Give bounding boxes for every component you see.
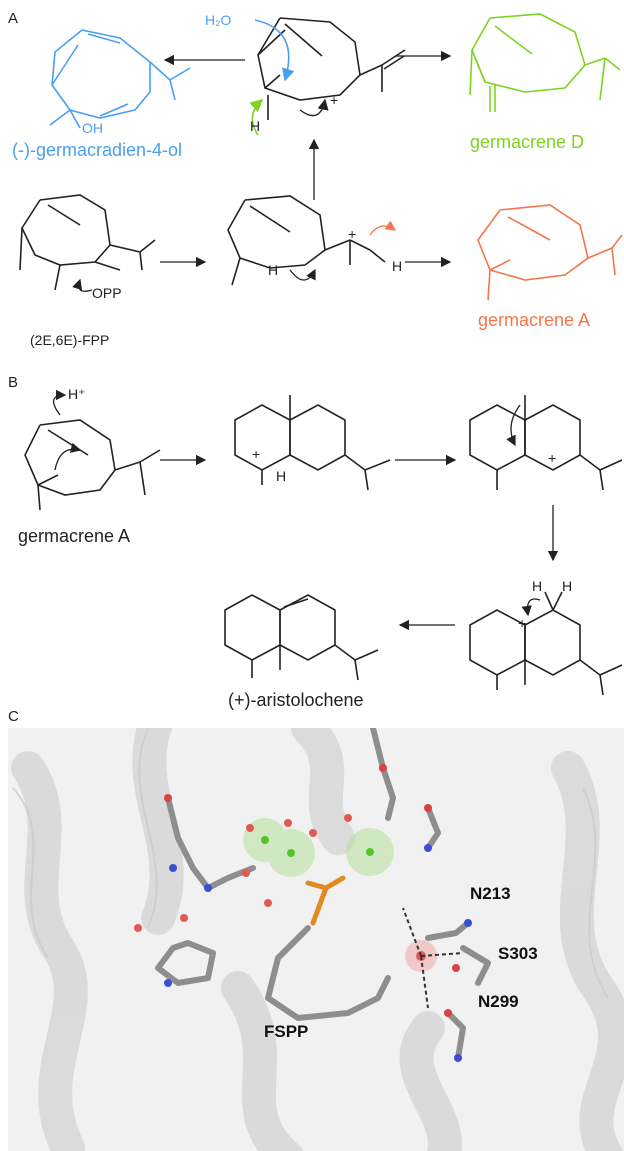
label-proton: H⁺ <box>68 386 86 402</box>
panel-letter-b: B <box>8 374 19 391</box>
panelb-germacrene-a-structure <box>24 419 161 511</box>
label-s303: S303 <box>498 944 538 963</box>
methyl-shift-arrow <box>506 404 521 447</box>
germacradienol-structure <box>49 29 191 129</box>
label-plus-top: + <box>330 92 339 108</box>
eudesmane-cation-structure <box>234 395 391 491</box>
transannular-arrow <box>54 442 82 471</box>
germacrene-a-structure <box>477 204 623 301</box>
intermediate-top-structure <box>257 17 406 120</box>
label-h-top: H <box>250 118 261 134</box>
label-n213: N213 <box>470 884 511 903</box>
label-plus-mid: + <box>348 226 357 242</box>
aristolochene-structure <box>224 594 379 681</box>
cation-arrow-1 <box>289 268 316 281</box>
label-opp: OPP <box>92 285 122 301</box>
germacrene-d-structure <box>469 13 621 112</box>
fpp-structure <box>19 194 156 291</box>
label-plus-b3: + <box>518 615 527 631</box>
label-h-b1: H <box>276 468 287 484</box>
label-n299: N299 <box>478 992 519 1011</box>
curved-arrow-top <box>299 98 329 117</box>
label-aristolochene: (+)-aristolochene <box>228 690 364 710</box>
protein-structure-panel: FSPP N213 S303 N299 <box>8 728 624 1151</box>
protonation-arrow <box>53 389 67 416</box>
label-germacradienol: (-)-germacradien-4-ol <box>12 140 183 160</box>
label-h-mid-right: H <box>392 258 403 274</box>
label-h-mid-left: H <box>268 262 279 278</box>
label-plus-b1: + <box>252 446 261 462</box>
label-h-b3b: H <box>562 578 573 594</box>
label-germacrene-d: germacrene D <box>470 132 585 152</box>
panel-letter-c: C <box>8 708 19 725</box>
label-oh: OH <box>82 120 103 136</box>
water-attack-arrow <box>254 19 295 82</box>
eremophilane-cation-structure <box>469 591 623 696</box>
cation-structure <box>227 195 386 286</box>
label-water: H₂O <box>205 12 232 28</box>
eudesmane-cation-2-structure <box>469 395 623 491</box>
label-plus-b2: + <box>548 450 557 466</box>
hydride-arrow-green <box>249 98 264 136</box>
deprotonation-arrow <box>521 598 541 617</box>
scheme-svg <box>19 13 623 696</box>
label-fspp: FSPP <box>264 1022 309 1041</box>
panel-letter-a: A <box>8 10 19 27</box>
label-h-b3a: H <box>532 578 543 594</box>
cation-arrow-2 <box>369 220 397 236</box>
opp-arrow <box>72 278 93 292</box>
protein-render-svg <box>11 728 624 1151</box>
label-germacrene-a: germacrene A <box>478 310 591 330</box>
label-panelb-germacrene-a: germacrene A <box>18 526 131 546</box>
label-fpp: (2E,6E)-FPP <box>30 332 110 348</box>
